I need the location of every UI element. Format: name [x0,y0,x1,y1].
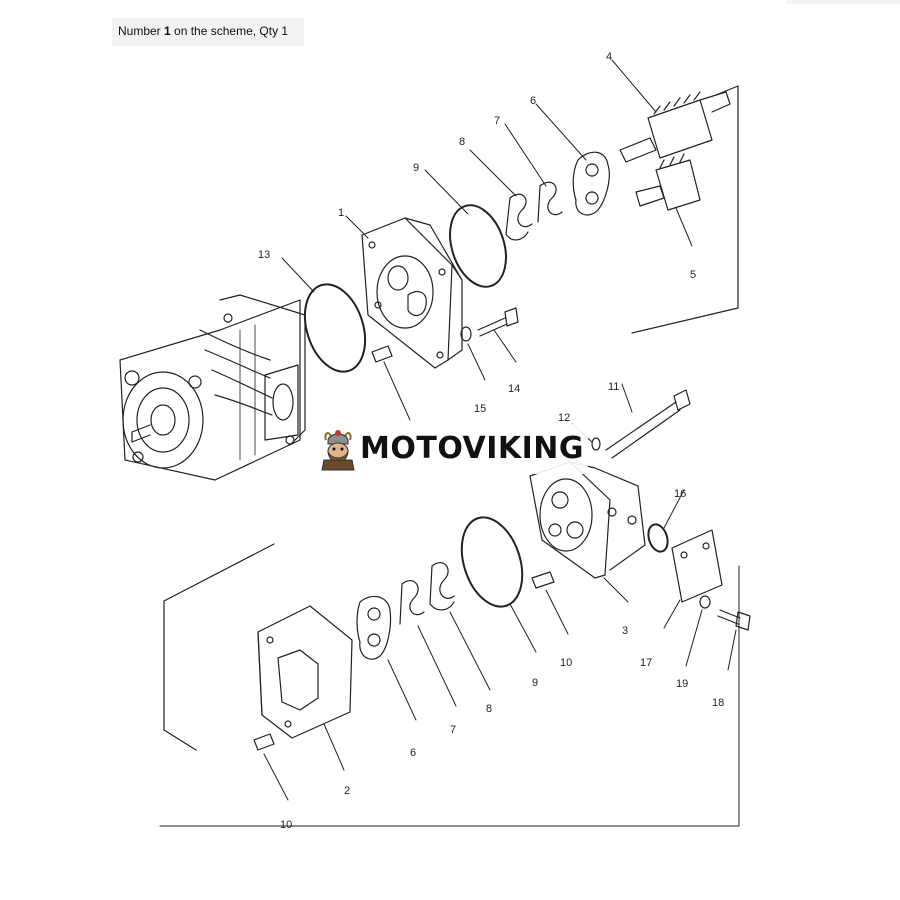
callout-8-upper: 8 [459,136,465,148]
front-cover-1 [361,217,463,369]
driven-gear-5 [635,153,701,211]
callout-4: 4 [606,51,612,63]
callout-18: 18 [712,697,724,709]
washer-12 [591,437,601,451]
caption-part-number: 1 [164,24,171,38]
callout-9-lower: 9 [532,677,538,689]
brand-name: MOTOVIKING [360,431,585,466]
callout-14: 14 [508,383,520,395]
leader-lines [263,59,737,801]
callout-16: 16 [674,488,686,500]
callout-10-right: 10 [560,657,572,669]
rear-cover-3 [529,461,646,579]
bolt-18 [717,609,751,631]
callout-7-upper: 7 [494,115,500,127]
caption-bar: Number 1 on the scheme, Qty 1 [112,18,304,46]
backup-ring-7-upper [537,181,563,223]
caption-suffix: on the scheme, Qty 1 [170,24,289,38]
washer-15 [460,326,472,342]
caption-text: Number 1 on the scheme, Qty 1 [118,24,288,38]
bolt-14 [477,307,519,337]
callout-7-lower: 7 [450,724,456,736]
callout-1: 1 [338,207,344,219]
callout-17: 17 [640,657,652,669]
dowel-pin-10-lower [253,733,275,751]
o-ring-9-lower [460,516,524,608]
cover-plate-17 [671,529,723,603]
callout-11: 11 [608,381,619,393]
callout-2: 2 [344,785,350,797]
long-bolt-11 [605,389,691,459]
pump-main-body [119,294,306,481]
backup-ring-7-lower [399,579,425,625]
callout-10-left: 10 [280,819,292,831]
callout-6-lower: 6 [410,747,416,759]
o-ring-16 [647,523,669,553]
viking-mascot-icon [321,430,355,471]
callout-3: 3 [622,625,628,637]
side-plate-6-upper [572,151,610,216]
lower-group-frame [163,543,275,751]
seal-8-lower [429,561,455,611]
dowel-pin-upper [371,345,393,363]
upper-group-frame [631,85,739,334]
callout-13: 13 [258,249,270,261]
callout-8-lower: 8 [486,703,492,715]
lower-frame-base [159,565,740,827]
callout-15: 15 [474,403,486,415]
caption-prefix: Number [118,24,165,38]
callout-labels: 4 6 7 8 9 1 13 5 14 15 11 12 16 3 17 19 … [258,51,724,831]
o-ring-13 [303,283,367,373]
brand-watermark: MOTOVIKING [312,424,588,474]
side-plate-6-lower [356,595,392,660]
callout-5: 5 [690,269,696,281]
callout-19: 19 [676,678,688,690]
callout-6-upper: 6 [530,95,536,107]
washer-19 [699,595,711,609]
corner-tab [786,0,900,4]
o-ring-9-upper [449,204,507,288]
callout-12: 12 [558,412,570,424]
callout-9-upper: 9 [413,162,419,174]
seal-8-upper [505,193,533,241]
gear-housing-2 [257,605,353,739]
dowel-pin-10-upper [531,571,555,589]
drive-gear-shaft-4 [619,91,731,163]
